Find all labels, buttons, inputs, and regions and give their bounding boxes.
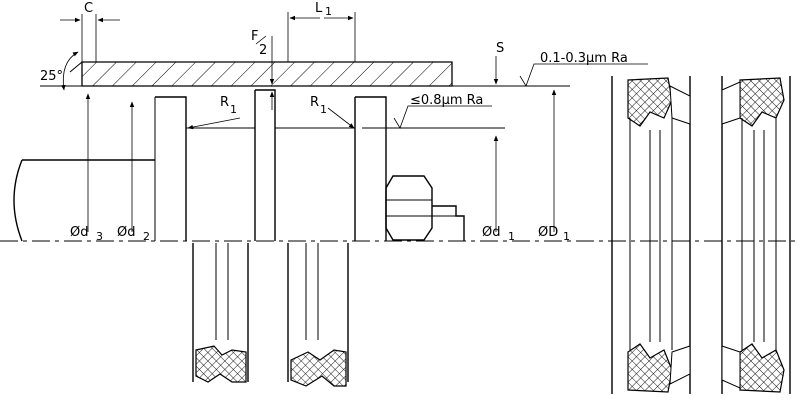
dim-chamfer-c: C — [60, 1, 120, 62]
dim-angle: 25° — [40, 51, 79, 91]
seal-ring-a — [611, 76, 691, 394]
chamfer-c-label: C — [84, 1, 93, 16]
rod-finish: ≤0.8μm Ra — [393, 93, 492, 129]
length-l-label: L — [315, 1, 323, 16]
dia-d1-sub: 1 — [508, 230, 515, 243]
length-l-sub: 1 — [325, 5, 332, 18]
lower-groove-left — [192, 243, 249, 383]
dia-D1-label: ØD — [538, 225, 558, 240]
gap-f-label: F — [251, 29, 258, 44]
dia-d2-sub: 2 — [143, 230, 150, 243]
radius-2-label: R — [310, 95, 319, 110]
gland-profile — [154, 89, 505, 241]
bore-finish-label: 0.1-0.3μm Ra — [540, 51, 628, 66]
dim-diameter-d1: Ød 1 — [482, 135, 515, 243]
seal-ring-b — [721, 76, 791, 394]
dia-D1-sub: 1 — [563, 230, 570, 243]
dim-clearance-s: S 0.1-0.3μm Ra — [493, 41, 648, 87]
dim-length-l1: L 1 — [287, 1, 356, 62]
radius-1-sub: 1 — [230, 103, 237, 116]
dim-diameter-D1: ØD 1 — [538, 89, 570, 243]
radius-1-label: R — [220, 95, 229, 110]
dim-diameter-d2: Ød 2 — [117, 101, 150, 243]
dia-d3-sub: 3 — [96, 230, 103, 243]
dim-radius-2: R 1 — [310, 95, 355, 129]
housing-bore — [40, 61, 570, 87]
dim-gap-f: F 2 — [251, 29, 275, 110]
dim-radius-1: R 1 — [187, 95, 241, 130]
dia-d2-label: Ød — [117, 225, 135, 240]
dim-diameter-d3: Ød 3 — [70, 93, 103, 243]
hex-nut — [385, 175, 465, 241]
dia-d1-label: Ød — [482, 225, 500, 240]
dia-d3-label: Ød — [70, 225, 88, 240]
clearance-s-label: S — [496, 41, 504, 56]
angle-label: 25° — [40, 69, 63, 84]
rod-finish-label: ≤0.8μm Ra — [410, 93, 483, 108]
lower-groove-right — [287, 243, 349, 387]
radius-2-sub: 1 — [320, 103, 327, 116]
gap-f-den: 2 — [259, 43, 267, 58]
